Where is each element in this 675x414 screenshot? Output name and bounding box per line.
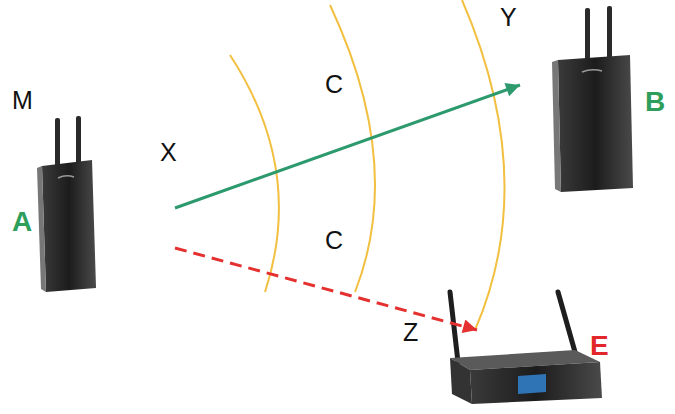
antenna [585, 8, 590, 63]
router-node: A [10, 120, 175, 290]
antenna [55, 118, 60, 170]
router-node: E [440, 330, 640, 408]
letter-label: Z [403, 320, 418, 345]
letter-label: M [12, 88, 33, 113]
antenna [607, 6, 612, 61]
display-screen [518, 374, 546, 394]
logo-mark [58, 176, 74, 178]
node-letter: B [645, 88, 665, 116]
signal-arc [462, 0, 505, 330]
router-a-picture [37, 116, 96, 292]
router-side [37, 166, 46, 292]
router-b-picture [552, 6, 633, 192]
logo-mark [582, 70, 602, 72]
router-e-picture [450, 292, 602, 404]
router-body [42, 160, 96, 292]
router-body [470, 362, 602, 404]
letter-label: C [325, 228, 343, 253]
letter-label: Y [500, 5, 517, 30]
node-letter: A [12, 208, 32, 236]
signal-arrow [175, 85, 520, 208]
router-node: B [520, 5, 669, 195]
signal-arrow [175, 248, 477, 330]
antenna [76, 116, 81, 168]
router-side [552, 60, 561, 192]
antenna [450, 292, 458, 362]
node-letter: E [590, 332, 609, 360]
router-side [450, 358, 472, 404]
antenna [558, 292, 575, 352]
letter-label: C [325, 72, 343, 97]
router-body [558, 55, 633, 192]
letter-label: X [160, 140, 177, 165]
